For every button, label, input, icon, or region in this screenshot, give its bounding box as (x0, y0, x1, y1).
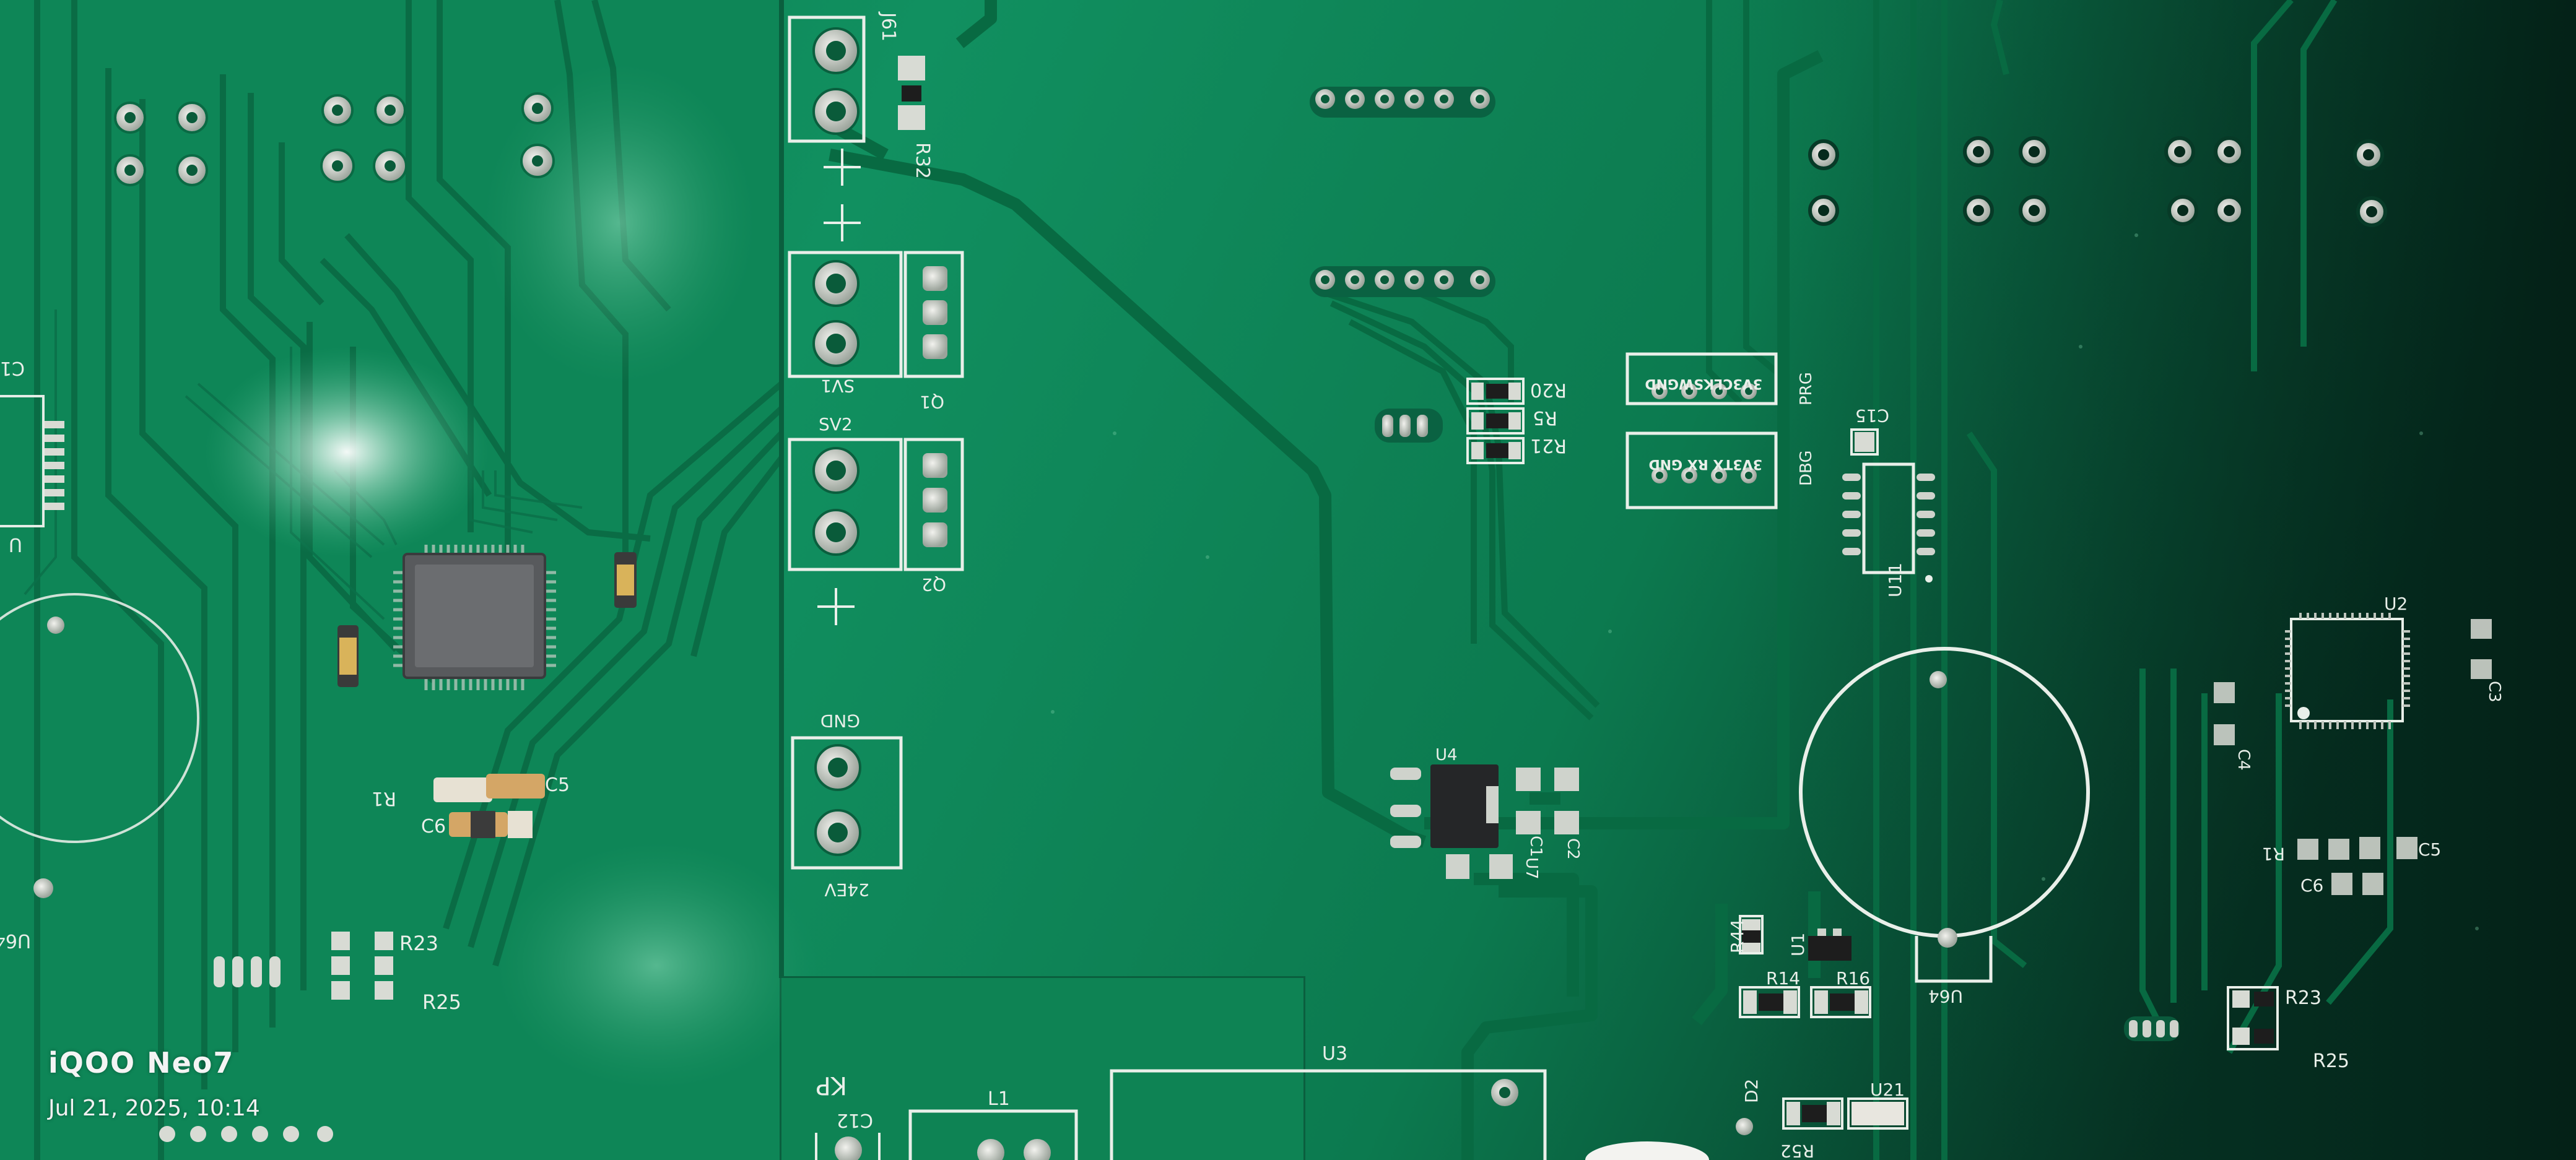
left-smd-parts (331, 552, 637, 1000)
label-r44: R44 (1727, 919, 1747, 953)
connector-q1 (903, 251, 964, 378)
small-smd-group (1739, 915, 1871, 1018)
dbg-header (1625, 431, 1778, 509)
label-r1: R1 (2262, 844, 2285, 864)
connector-sv1 (788, 251, 903, 378)
label-q2: Q2 (921, 574, 946, 595)
watermark-brand: iQOO Neo7 (48, 1046, 235, 1080)
label-c6: C6 (2300, 875, 2323, 896)
left-label-r1: R1 (372, 787, 396, 809)
label-r20: R20 (1530, 379, 1567, 400)
label-dbg-pins: 3V3TX RX GND (1648, 456, 1762, 472)
label-kp: KP (816, 1071, 847, 1099)
label-r21: R21 (1530, 435, 1567, 456)
right-r23-r25 (2124, 986, 2279, 1050)
label-r16: R16 (1836, 968, 1870, 989)
label-c2: C2 (1564, 838, 1582, 860)
label-r32: R32 (912, 142, 933, 179)
label-c5: C5 (2418, 839, 2441, 860)
left-qfp-chip (393, 545, 556, 690)
left-label-c6: C6 (421, 816, 446, 838)
label-c3: C3 (2485, 681, 2504, 703)
label-u21: U21 (1870, 1080, 1905, 1100)
right-cap-pads (2214, 619, 2492, 895)
left-label-u: U (9, 534, 22, 555)
label-l1: L1 (988, 1088, 1010, 1110)
label-c4: C4 (2234, 749, 2253, 771)
label-prg: PRG (1797, 372, 1816, 405)
label-u64: U64 (1928, 986, 1963, 1006)
top-right-pads (1808, 136, 2387, 227)
label-r52: R52 (1780, 1141, 1814, 1160)
label-gnd: GND (820, 711, 860, 731)
bottom-components (815, 1069, 1908, 1160)
label-dbg: DBG (1797, 450, 1816, 486)
label-u7: U7 (1522, 857, 1541, 880)
prg-header (1625, 352, 1778, 405)
label-24ev: 24EV (825, 880, 869, 900)
label-prg-pins: 3V3CLKSWGND (1645, 376, 1762, 391)
header-pins-top (1310, 87, 1495, 297)
connector-sv2 (788, 438, 903, 571)
connector-q2 (903, 438, 964, 571)
label-sv1: SV1 (820, 376, 855, 396)
label-c15: C15 (1855, 405, 1889, 426)
label-r5: R5 (1533, 407, 1557, 428)
label-q1: Q1 (920, 392, 944, 412)
label-u11: U11 (1885, 563, 1905, 597)
left-label-r25: R25 (422, 990, 461, 1014)
resistor-cluster (1375, 378, 1525, 464)
light-glare (204, 347, 489, 557)
u4-regulator (1390, 764, 1499, 848)
connector-j61 (788, 15, 925, 143)
label-r25: R25 (2313, 1050, 2349, 1072)
label-u4: U4 (1435, 746, 1458, 764)
watermark-datetime: Jul 21, 2025, 10:14 (48, 1096, 260, 1121)
label-sv2: SV2 (819, 414, 853, 435)
label-r14: R14 (1766, 968, 1800, 989)
u11-ic (1842, 428, 1935, 582)
connector-power (791, 736, 903, 870)
main-board: J61 R32 SV1 Q1 SV2 (779, 0, 2504, 1160)
left-label-c16: C16 (0, 357, 25, 379)
left-label-r23: R23 (399, 932, 438, 955)
u64-circle (1799, 647, 2090, 983)
label-d2: D2 (1741, 1079, 1762, 1103)
label-c1: C1 (1526, 836, 1545, 857)
label-j61: J61 (877, 11, 899, 41)
label-u3: U3 (1322, 1043, 1347, 1065)
left-label-u64: U64 (0, 930, 31, 951)
label-r23: R23 (2285, 987, 2321, 1009)
left-label-c5: C5 (545, 774, 570, 796)
label-u2: U2 (2384, 594, 2408, 614)
label-u1: U1 (1788, 933, 1808, 956)
left-board-panel: C16 U R1 C6 C5 U64 R23 R25 (0, 0, 817, 1160)
u2-qfp (2285, 613, 2410, 729)
cap-pads (1446, 768, 1579, 879)
label-c12: C12 (837, 1109, 873, 1131)
